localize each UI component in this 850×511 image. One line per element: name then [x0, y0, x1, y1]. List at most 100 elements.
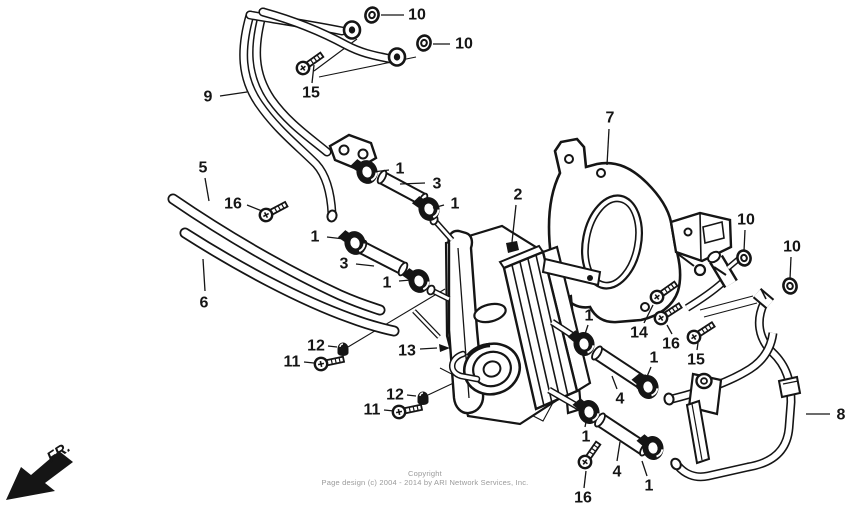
callout-leader-16	[303, 361, 315, 364]
callout-leader-27	[611, 375, 618, 390]
callout-leader-10	[326, 236, 345, 240]
sealing-washer-10	[780, 275, 800, 297]
callout-leader-15	[327, 345, 338, 348]
banjo-fitting	[387, 47, 407, 67]
callout-label-3: 3	[340, 256, 349, 273]
bolt-11	[390, 399, 424, 421]
callout-leader-14	[606, 128, 610, 166]
callout-label-10: 10	[737, 212, 755, 229]
callout-label-1: 1	[585, 308, 594, 325]
pipe-union	[707, 250, 743, 289]
callout-label-1: 1	[311, 229, 320, 246]
pipe-stay	[685, 399, 711, 465]
cap-nut-12	[416, 390, 430, 406]
callout-leader-22	[643, 304, 654, 324]
pipe-clip	[777, 375, 802, 399]
callout-label-1: 1	[645, 478, 654, 495]
callout-label-11: 11	[364, 402, 381, 419]
copyright-footer: Copyright Page design (c) 2004 - 2014 by…	[0, 469, 850, 487]
callout-leader-17	[419, 347, 438, 350]
pipe-assembly-9	[239, 7, 407, 223]
flange-bolt-15	[684, 318, 718, 347]
callout-label-14: 14	[630, 325, 648, 342]
sealing-washer-10	[734, 247, 754, 269]
callout-leader-23	[666, 324, 673, 335]
hose-6	[179, 227, 400, 337]
hose-3a	[376, 169, 429, 208]
callout-label-1: 1	[396, 161, 405, 178]
callout-label-1: 1	[650, 350, 659, 367]
callout-label-15: 15	[302, 85, 320, 102]
callout-label-11: 11	[284, 354, 301, 371]
callout-label-13: 13	[398, 343, 416, 360]
callout-layer: 1010159516613113127121113121110101416151…	[199, 7, 846, 507]
sealing-washer-10	[362, 4, 382, 26]
callout-label-16: 16	[224, 196, 242, 213]
callout-leader-4	[204, 177, 210, 202]
fasteners	[256, 4, 800, 472]
callout-leader-5	[246, 204, 263, 212]
callout-leader-21	[789, 256, 792, 280]
stay-plate-7	[547, 137, 733, 324]
callout-leader-31	[583, 470, 587, 489]
callout-leader-7	[372, 169, 390, 173]
callout-leader-9	[432, 204, 445, 209]
fr-arrow-icon	[6, 451, 73, 500]
joint-pipe	[412, 309, 441, 339]
flare-fitting	[752, 288, 775, 309]
side-bracket	[669, 211, 733, 277]
callout-label-12: 12	[386, 387, 404, 404]
callout-leader-11	[355, 263, 375, 267]
callout-leader-26	[645, 366, 652, 380]
callout-leader-6	[202, 258, 206, 292]
callout-leader-18	[406, 394, 417, 397]
callout-label-3: 3	[433, 176, 442, 193]
hose-5	[167, 193, 386, 316]
callout-label-1: 1	[451, 196, 460, 213]
cap-nut-12	[336, 341, 350, 357]
callout-label-16: 16	[662, 336, 680, 353]
callout-label-6: 6	[200, 295, 209, 312]
callout-label-15: 15	[687, 352, 705, 369]
callout-label-4: 4	[616, 391, 625, 408]
callout-leader-2	[311, 64, 315, 84]
cooler-core	[502, 250, 579, 411]
callout-leader-13	[511, 204, 517, 243]
callout-leader-25	[583, 324, 589, 338]
callout-label-10: 10	[408, 7, 426, 24]
callout-leader-20	[743, 229, 746, 252]
copyright-line1: Copyright	[408, 469, 442, 478]
oil-pipe-8	[663, 250, 802, 482]
callout-leader-12	[398, 279, 412, 282]
bolt-16	[256, 197, 291, 225]
callout-leader-19	[383, 409, 395, 412]
banjo-fitting	[342, 20, 362, 40]
callout-leader-8	[399, 182, 426, 185]
callout-label-10: 10	[455, 36, 473, 53]
cooler-hook-pipe	[449, 350, 481, 383]
bolt-11	[312, 351, 346, 373]
callout-leader-28	[584, 416, 588, 428]
callout-leader-3	[219, 91, 248, 97]
callout-label-12: 12	[307, 338, 325, 355]
wedge-13	[439, 344, 450, 352]
cooler-union-nut	[506, 241, 519, 253]
callout-label-16: 16	[574, 490, 592, 507]
callout-label-10: 10	[783, 239, 801, 256]
flange-bolt-15	[293, 48, 327, 78]
callout-leader-30	[641, 460, 648, 477]
callout-label-8: 8	[837, 407, 846, 424]
callout-label-7: 7	[606, 110, 615, 127]
copyright-line2: Page design (c) 2004 - 2014 by ARI Netwo…	[321, 478, 529, 487]
callout-label-1: 1	[383, 275, 392, 292]
callout-leader-24	[696, 342, 699, 351]
callout-label-4: 4	[613, 464, 622, 481]
callout-label-1: 1	[582, 429, 591, 446]
callout-label-2: 2	[514, 187, 523, 204]
callout-label-9: 9	[204, 89, 213, 106]
callout-label-5: 5	[199, 160, 208, 177]
sealing-washer-10	[414, 32, 434, 54]
cooler-top-bracket	[541, 257, 602, 287]
